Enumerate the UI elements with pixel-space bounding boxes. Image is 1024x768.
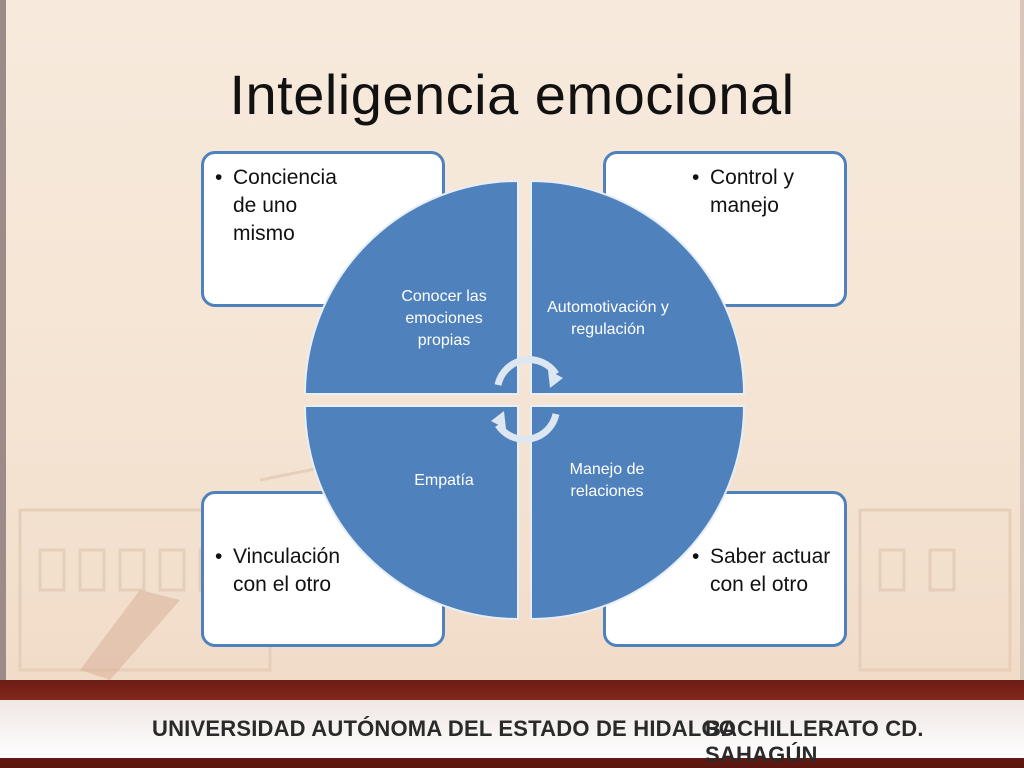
bullet-icon: • xyxy=(215,545,223,568)
cycle-arrows-icon xyxy=(494,356,560,443)
card-text-top-right: • Control y manejo xyxy=(692,166,795,217)
footer-university: UNIVERSIDAD AUTÓNOMA DEL ESTADO DE HIDAL… xyxy=(152,716,737,741)
quadrant-label-bottom-right: Manejo de relaciones xyxy=(569,461,645,500)
card-text-top-left: • Conciencia de uno mismo xyxy=(215,166,337,245)
quadrant-bottom-right xyxy=(530,405,746,621)
card-text-bottom-left: • Vinculación con el otro xyxy=(215,545,341,596)
quadrant-label-top-left: Conocer las emociones propias xyxy=(401,288,487,349)
slide-title: Inteligencia emocional xyxy=(229,63,795,126)
quadrant-bottom-left xyxy=(303,405,519,621)
quadrant-label-top-right: Automotivación y regulación xyxy=(547,299,669,338)
card-text-bottom-right: • Saber actuar con el otro xyxy=(692,545,831,596)
left-edge-strip xyxy=(0,0,6,680)
footer-school: BACHILLERATO CD. SAHAGÚN xyxy=(705,716,924,767)
quadrant-top-right xyxy=(530,179,746,395)
bullet-icon: • xyxy=(215,166,223,189)
footer-band: UNIVERSIDAD AUTÓNOMA DEL ESTADO DE HIDAL… xyxy=(0,680,1024,768)
bullet-icon: • xyxy=(692,545,700,568)
footer-banner xyxy=(0,700,1024,758)
quadrant-top-left xyxy=(303,179,519,395)
quadrant-label-bottom-left: Empatía xyxy=(414,472,474,489)
right-edge-strip xyxy=(1020,0,1024,680)
bullet-icon: • xyxy=(692,166,700,189)
